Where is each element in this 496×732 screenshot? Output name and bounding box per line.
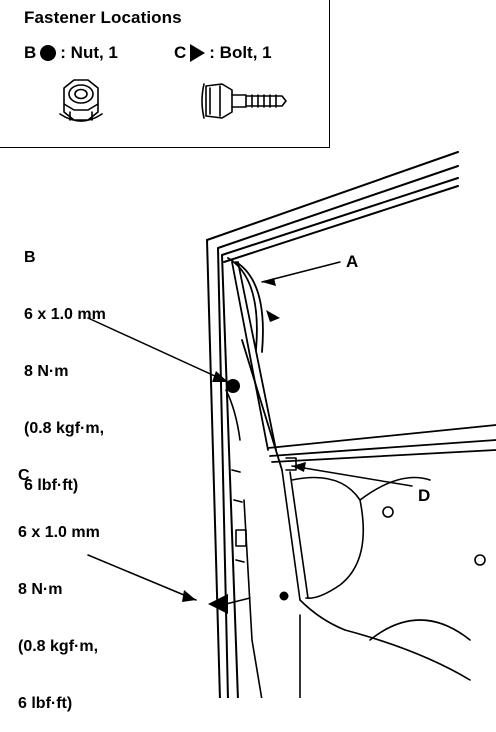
- callout-b-torque-lbf: 6 lbf·ft): [24, 477, 79, 494]
- legend-label: : Bolt, 1: [209, 43, 272, 62]
- callout-c: C 6 x 1.0 mm 8 N·m (0.8 kgf·m, 6 lbf·ft): [18, 428, 100, 732]
- arrowhead: [212, 371, 228, 382]
- legend-title: Fastener Locations: [24, 8, 182, 27]
- callout-c-size: 6 x 1.0 mm: [18, 524, 100, 541]
- arrowhead: [182, 590, 196, 602]
- fastener-legend: Fastener Locations B : Nut, 1 C : Bolt, …: [0, 0, 330, 148]
- filled-circle-icon: [40, 45, 57, 61]
- door-sash: [206, 151, 459, 698]
- callout-b-size: 6 x 1.0 mm: [24, 306, 106, 323]
- arrowhead: [292, 462, 306, 472]
- label-a: A: [346, 252, 359, 271]
- filled-triangle-icon: [190, 44, 206, 62]
- callout-b-torque-kgf: (0.8 kgf·m,: [24, 420, 105, 437]
- callout-c-torque-lbf: 6 lbf·ft): [18, 695, 73, 712]
- nut-b-marker: [226, 379, 240, 393]
- bolt-c-marker: [208, 594, 228, 614]
- arrowhead: [262, 278, 276, 286]
- arrowhead: [266, 310, 280, 322]
- legend-item-bolt: C : Bolt, 1: [174, 43, 272, 63]
- run-channel-a: [227, 257, 283, 471]
- legend-label: : Nut, 1: [60, 43, 118, 62]
- bolt-c-location: [279, 591, 289, 601]
- legend-letter: B: [24, 43, 37, 62]
- callout-b: B 6 x 1.0 mm 8 N·m (0.8 kgf·m, 6 lbf·ft): [24, 210, 106, 514]
- callout-c-letter: C: [18, 467, 30, 484]
- door-inner-panel: [225, 389, 486, 698]
- bracket-d: [285, 457, 297, 471]
- callout-b-torque-nm: 8 N·m: [24, 363, 69, 380]
- callout-c-torque-kgf: (0.8 kgf·m,: [18, 638, 99, 655]
- belt-line: [267, 424, 496, 463]
- label-d: D: [418, 486, 431, 505]
- callout-b-letter: B: [24, 249, 36, 266]
- door-frame-drawing: [59, 79, 496, 698]
- callout-c-torque-nm: 8 N·m: [18, 581, 63, 598]
- nut-illustration: [59, 79, 103, 122]
- bolt-illustration: [201, 83, 287, 119]
- leader-lines: [87, 261, 413, 605]
- legend-item-nut: B : Nut, 1: [24, 43, 118, 63]
- legend-letter: C: [174, 43, 187, 62]
